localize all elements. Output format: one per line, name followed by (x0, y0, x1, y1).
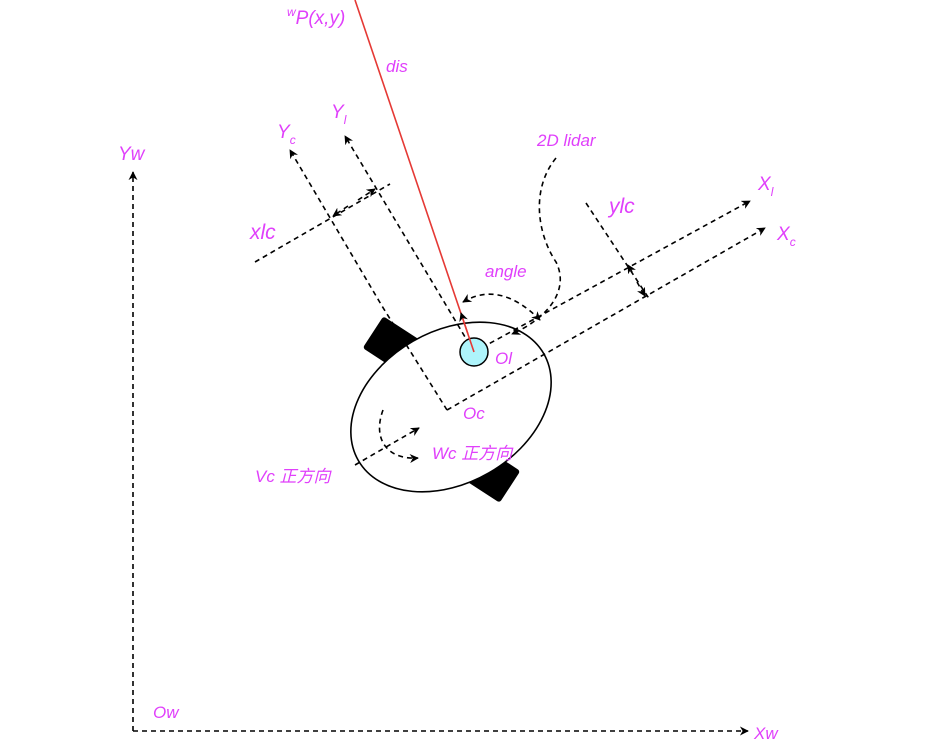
ylc-arrow-up (627, 264, 636, 275)
lidar-2d-label: 2D lidar (536, 131, 597, 150)
angle-arc (462, 293, 541, 321)
angle-label: angle (485, 262, 527, 281)
ylc-label: ylc (607, 195, 635, 218)
lidar-origin-label: Ol (495, 349, 513, 368)
point-label: wP(x,y) (287, 5, 345, 29)
robot-x-axis-label: Xc (776, 224, 796, 249)
world-y-axis-label: Yw (118, 144, 146, 165)
dis-arrow (459, 312, 469, 335)
robot-origin-label: Oc (463, 404, 485, 423)
lidar-y-axis-label: Yl (331, 102, 347, 127)
world-origin-label: Ow (153, 703, 180, 722)
xlc-arrow-right (357, 188, 376, 201)
lidar-x-axis-label: Xl (757, 174, 774, 199)
vc-direction-label: Vc 正方向 (255, 467, 333, 486)
wc-rotation-arrow (378, 409, 419, 464)
ylc-arrow-down (636, 281, 646, 297)
ylc-guide-line (585, 202, 651, 301)
robot-y-axis-label: Yc (277, 122, 296, 147)
lidar-leader-arrow (511, 157, 561, 335)
dis-label: dis (386, 57, 408, 76)
xlc-label: xlc (249, 221, 276, 244)
robot-y-axis (289, 149, 448, 411)
vc-direction-arrow (354, 427, 420, 466)
dis-line (354, 0, 475, 353)
xlc-arrow-left (332, 205, 349, 217)
world-x-axis-label: Xw (753, 724, 779, 743)
lidar-y-axis (344, 135, 475, 353)
lidar-x-axis (473, 200, 751, 353)
robot-x-axis (446, 227, 766, 411)
wc-direction-label: Wc 正方向 (432, 444, 514, 463)
